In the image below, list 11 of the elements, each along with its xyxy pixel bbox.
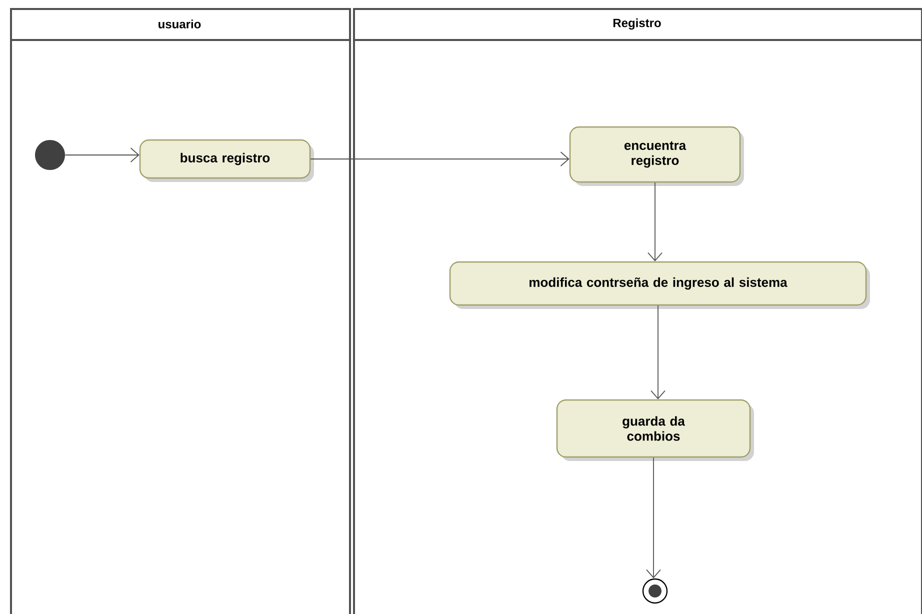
arrow: [646, 457, 661, 578]
action-box: guarda da combios: [556, 399, 754, 461]
arrow: [64, 148, 140, 162]
initial-node: [35, 140, 65, 170]
action-box: busca registro: [139, 139, 314, 182]
final-node: [642, 578, 668, 604]
arrow: [650, 305, 666, 400]
arrow: [648, 182, 662, 262]
action-box: modifica contrseña de ingreso al sistema: [449, 261, 870, 309]
action-box: encuentra registro: [569, 126, 744, 186]
arrow: [310, 152, 570, 166]
